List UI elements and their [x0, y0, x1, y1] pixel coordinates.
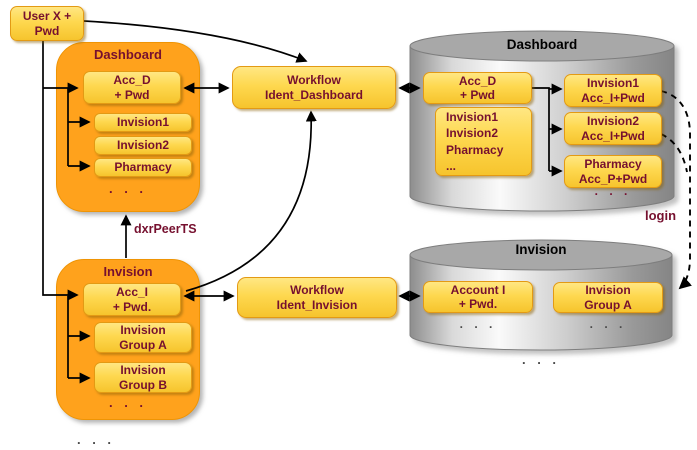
db-invision-group-a-box: Invision Group A	[553, 282, 663, 313]
db-system-list-box: Invision1 Invision2 Pharmacy ...	[435, 107, 532, 176]
invision-account-line2: + Pwd.	[112, 299, 152, 314]
dashboard-account-line1: Acc_D	[113, 73, 151, 88]
login-label: login	[645, 208, 677, 223]
login-dashed-branch	[660, 133, 688, 173]
db-list-invision1: Invision1	[446, 110, 499, 125]
db-invision1-account-box: Invision1 Acc_I+Pwd	[564, 74, 662, 107]
group-b-line1: Invision	[120, 363, 166, 378]
below-container-ellipsis: . . .	[76, 432, 116, 447]
invision-db-title: Invision	[515, 242, 567, 257]
invision-account-line1: Acc_I	[115, 285, 149, 300]
below-cylinder-ellipsis: . . .	[521, 352, 561, 367]
invision-account-box: Acc_I + Pwd.	[83, 283, 181, 316]
group-a-line2: Group A	[119, 337, 167, 352]
db-account-i-ellipsis: . . .	[459, 317, 497, 331]
db-accd-line2: + Pwd	[459, 88, 495, 102]
pharmacy-label: Pharmacy	[114, 160, 172, 175]
user-box-line1: User X +	[22, 9, 72, 24]
invision-group-a-box: Invision Group A	[94, 322, 192, 353]
invision1-label: Invision1	[116, 115, 169, 130]
db-acct2-line2: Acc_I+Pwd	[581, 128, 645, 143]
db-account-i-line1: Account I	[450, 282, 506, 297]
workflow-dashboard-line1: Workflow	[287, 73, 341, 88]
db-accd-line1: Acc_D	[458, 73, 497, 88]
db-account-i-line2: + Pwd.	[458, 297, 498, 311]
db-invision2-account-box: Invision2 Acc_I+Pwd	[564, 112, 662, 145]
dashboard-account-line2: + Pwd	[114, 87, 150, 102]
db-accd-box: Acc_D + Pwd	[423, 72, 532, 104]
login-dashed-arrow	[660, 90, 692, 290]
group-a-line1: Invision	[120, 323, 166, 338]
dashboard-item-invision1: Invision1	[94, 113, 192, 132]
invision-container-ellipsis: . . .	[108, 395, 148, 410]
db-acct1-line2: Acc_I+Pwd	[581, 90, 645, 105]
dashboard-account-box: Acc_D + Pwd	[83, 71, 181, 104]
db-group-a-ellipsis: . . .	[589, 317, 627, 331]
workflow-invision-line2: Ident_Invision	[276, 297, 358, 312]
invision2-label: Invision2	[116, 138, 169, 153]
db-list-pharmacy: Pharmacy	[446, 142, 504, 157]
db-acct2-line1: Invision2	[586, 114, 639, 129]
workflow-ident-invision-box: Workflow Ident_Invision	[237, 277, 397, 318]
db-acct1-line1: Invision1	[586, 76, 639, 91]
db-group-a-line2: Group A	[584, 297, 632, 312]
invision-group-b-box: Invision Group B	[94, 362, 192, 393]
user-box-line2: Pwd	[34, 23, 60, 38]
dashboard-container-ellipsis: . . .	[108, 181, 148, 196]
dxrpeerts-label: dxrPeerTS	[134, 222, 197, 236]
db-list-ellipsis: ...	[446, 158, 457, 173]
db-group-a-line1: Invision	[585, 283, 631, 298]
group-b-line2: Group B	[119, 377, 167, 392]
dashboard-db-title: Dashboard	[506, 37, 578, 52]
acci-to-workflow-dashboard-curve	[185, 110, 317, 292]
user-credentials-box: User X + Pwd	[10, 6, 84, 41]
dashboard-item-pharmacy: Pharmacy	[94, 158, 192, 177]
db-account-i-box: Account I + Pwd.	[423, 281, 533, 313]
db-accounts-ellipsis: . . .	[594, 184, 632, 198]
db-list-invision2: Invision2	[446, 126, 499, 141]
dashboard-item-invision2: Invision2	[94, 136, 192, 155]
db-acct3-line1: Pharmacy	[584, 157, 642, 172]
workflow-dashboard-line2: Ident_Dashboard	[264, 87, 363, 102]
invision-container-title: Invision	[103, 264, 153, 279]
db-subtree-line	[532, 87, 550, 171]
workflow-ident-dashboard-box: Workflow Ident_Dashboard	[232, 66, 396, 109]
dashboard-container-title: Dashboard	[94, 47, 162, 62]
workflow-invision-line1: Workflow	[290, 283, 344, 298]
